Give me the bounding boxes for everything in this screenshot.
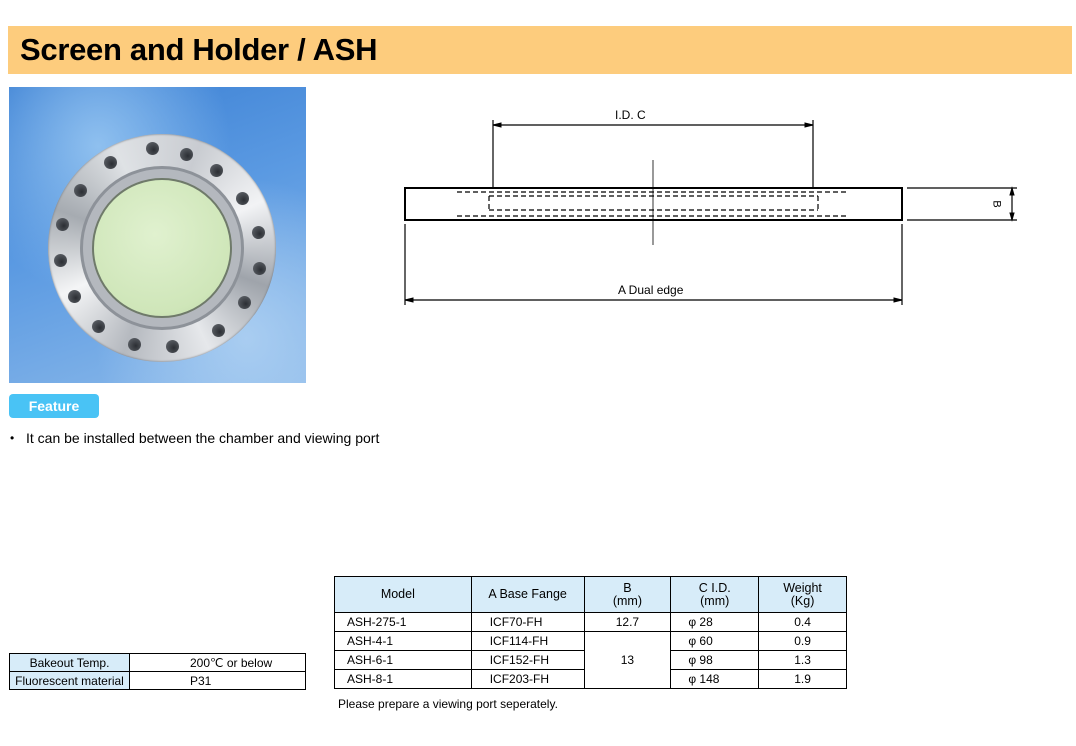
table-row: ASH-8-1 ICF203-FH φ 148 1.9 xyxy=(334,669,847,689)
dimension-label-b: B xyxy=(990,200,1003,208)
bolt-hole-icon xyxy=(236,192,249,205)
table-row: ASH-275-1 ICF70-FH 12.7 φ 28 0.4 xyxy=(334,612,847,632)
header-flange: A Base Fange xyxy=(470,576,585,613)
dimension-label-id: I.D. C xyxy=(615,108,646,122)
dimension-label-a: A Dual edge xyxy=(618,283,684,297)
bolt-hole-icon xyxy=(180,148,193,161)
spec-value: 200℃ or below xyxy=(129,653,306,672)
bolt-hole-icon xyxy=(210,164,223,177)
bolt-hole-icon xyxy=(74,184,87,197)
feature-list: • It can be installed between the chambe… xyxy=(10,430,379,446)
bolt-hole-icon xyxy=(146,142,159,155)
product-photo xyxy=(9,87,306,383)
table-row: ASH-6-1 ICF152-FH φ 98 1.3 xyxy=(334,650,847,670)
bolt-hole-icon xyxy=(54,254,67,267)
bolt-hole-icon xyxy=(104,156,117,169)
bolt-hole-icon xyxy=(252,226,265,239)
header-b: B(mm) xyxy=(583,576,672,613)
table-header-row: Model A Base Fange B(mm) C I.D.(mm) Weig… xyxy=(334,576,847,613)
bolt-hole-icon xyxy=(92,320,105,333)
bolt-hole-icon xyxy=(212,324,225,337)
flange-image xyxy=(48,134,276,362)
bolt-hole-icon xyxy=(128,338,141,351)
table-row: Bakeout Temp. 200℃ or below xyxy=(9,653,306,672)
bolt-hole-icon xyxy=(238,296,251,309)
bolt-hole-icon xyxy=(166,340,179,353)
table-row: Fluorescent material P31 xyxy=(9,671,306,690)
bolt-hole-icon xyxy=(68,290,81,303)
page-title: Screen and Holder / ASH xyxy=(20,32,378,67)
bolt-hole-icon xyxy=(253,262,266,275)
table-row: ASH-4-1 ICF114-FH 13 φ 60 0.9 xyxy=(334,631,847,689)
spec-table: Bakeout Temp. 200℃ or below Fluorescent … xyxy=(9,653,306,690)
bolt-hole-icon xyxy=(56,218,69,231)
spec-label: Bakeout Temp. xyxy=(9,653,130,672)
fluorescent-screen xyxy=(92,178,232,318)
feature-item: • It can be installed between the chambe… xyxy=(10,430,380,446)
header-weight: Weight(Kg) xyxy=(758,576,847,613)
header-model: Model xyxy=(334,576,472,613)
model-table: Model A Base Fange B(mm) C I.D.(mm) Weig… xyxy=(334,576,847,689)
feature-badge: Feature xyxy=(9,394,99,418)
bullet-icon: • xyxy=(10,431,15,445)
merged-b-cell: 13 xyxy=(583,631,672,689)
technical-drawing: I.D. C A Dual edge B xyxy=(395,100,1035,310)
spec-label: Fluorescent material xyxy=(9,671,130,690)
spec-value: P31 xyxy=(129,671,306,690)
title-bar: Screen and Holder / ASH xyxy=(8,26,1072,74)
table-note: Please prepare a viewing port seperately… xyxy=(338,697,558,711)
header-cid: C I.D.(mm) xyxy=(670,576,760,613)
